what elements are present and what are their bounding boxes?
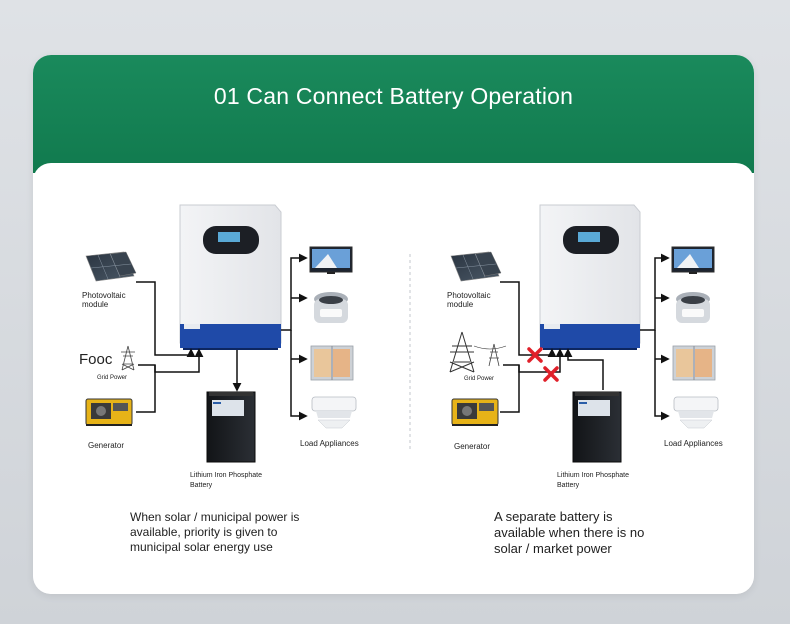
right-tv-icon [671, 246, 715, 274]
left-caption-line-2: available, priority is given to [130, 525, 278, 539]
left-rice-cooker-icon [314, 292, 348, 323]
right-grid-label: Grid Power [464, 376, 494, 382]
left-generator-label: Generator [88, 441, 124, 450]
blocked-generator-cross-icon [543, 366, 559, 382]
card-header: 01 Can Connect Battery Operation [33, 55, 754, 173]
right-grid-tower-icon [449, 331, 507, 373]
right-pv-label-1: Photovoltaic [447, 291, 491, 300]
left-inverter-icon [179, 204, 282, 350]
grid-power-title: Fooc [79, 351, 113, 368]
left-diagram: Photovoltaic module Grid Power Generator [82, 204, 359, 489]
left-battery-label-1: Lithium Iron Phosphate [190, 472, 262, 479]
right-battery-label-2: Battery [557, 482, 580, 489]
right-rice-cooker-icon [676, 292, 710, 323]
left-grid-tower-icon [121, 345, 135, 371]
page-title: 01 Can Connect Battery Operation [213, 83, 574, 109]
right-caption: A separate battery is available when the… [494, 509, 644, 557]
left-caption-line-3: municipal solar energy use [130, 540, 273, 554]
left-caption-line-1: When solar / municipal power is [130, 510, 300, 524]
right-solar-panel-icon [450, 251, 502, 282]
right-air-conditioner-icon [673, 396, 719, 429]
right-load-label: Load Appliances [664, 439, 723, 448]
right-caption-line-2: available when there is no [494, 525, 645, 540]
right-connection-lines [500, 253, 670, 421]
right-battery-label-1: Lithium Iron Phosphate [557, 472, 629, 479]
right-pv-label-2: module [447, 300, 474, 309]
right-generator-label: Generator [454, 442, 490, 451]
left-solar-panel-icon [85, 251, 137, 282]
blocked-grid-cross-icon [527, 347, 543, 363]
right-battery-icon [572, 391, 622, 463]
left-pv-label-2: module [82, 300, 109, 309]
left-battery-icon [206, 391, 256, 463]
left-refrigerator-icon [310, 345, 354, 381]
right-diagram: Photovoltaic module Grid Power Generator [447, 204, 723, 489]
left-grid-label: Grid Power [97, 375, 127, 381]
left-tv-icon [309, 246, 353, 274]
right-caption-line-3: solar / market power [494, 541, 612, 556]
left-air-conditioner-icon [311, 396, 357, 429]
right-caption-line-1: A separate battery is [494, 509, 613, 524]
right-generator-icon [451, 398, 499, 426]
left-pv-label-1: Photovoltaic [82, 291, 126, 300]
left-generator-icon [85, 398, 133, 426]
left-caption: When solar / municipal power is availabl… [130, 510, 299, 555]
left-load-label: Load Appliances [300, 439, 359, 448]
left-battery-label-2: Battery [190, 482, 213, 489]
right-inverter-icon [539, 204, 641, 350]
right-grid-tower-small-icon [488, 343, 500, 367]
right-refrigerator-icon [672, 345, 716, 381]
left-connection-lines [136, 253, 308, 421]
